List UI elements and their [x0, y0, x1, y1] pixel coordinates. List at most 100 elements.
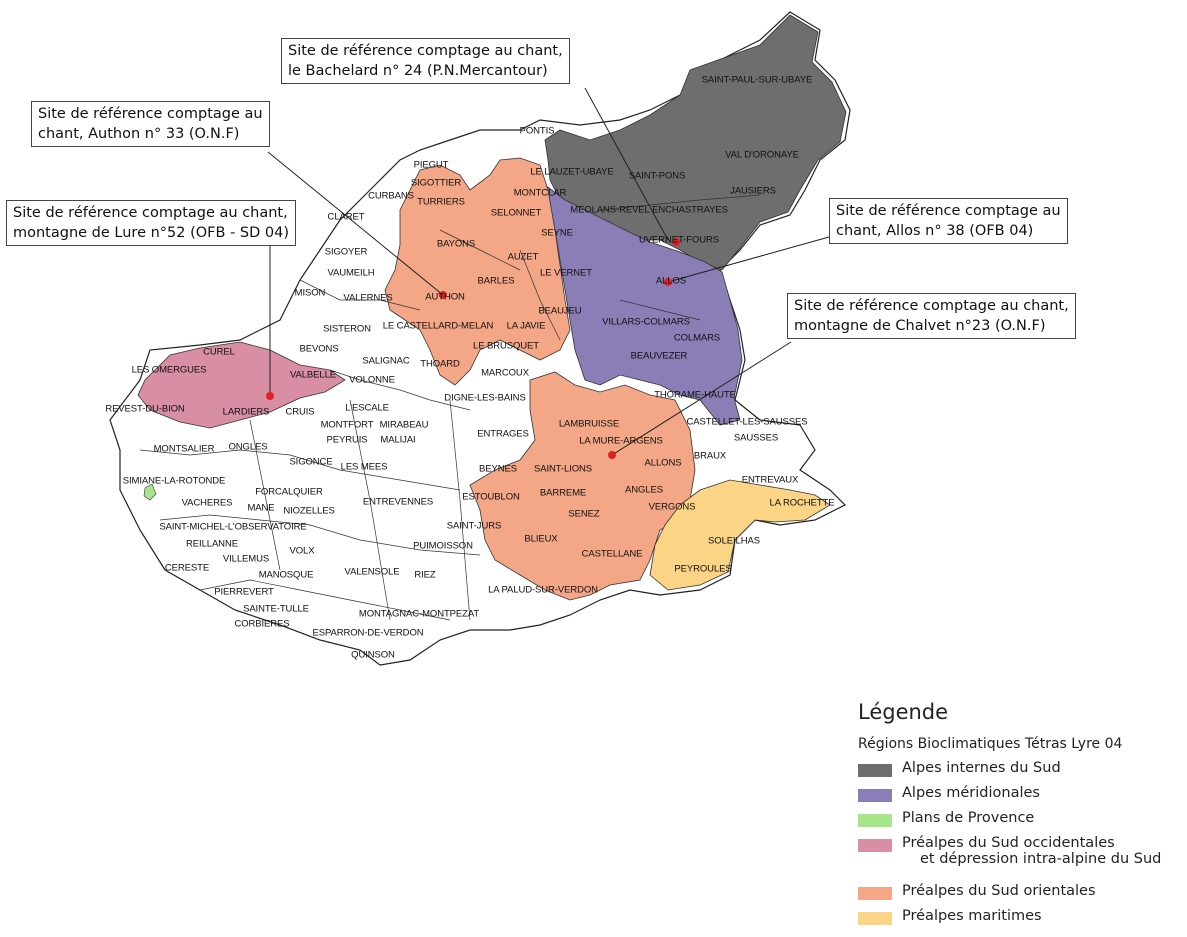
callout-leaders	[267, 87, 830, 456]
site-marker-chalvet	[608, 451, 616, 459]
commune-label: NIOZELLES	[283, 505, 335, 517]
legend-label: Préalpes du Sud occidentales	[902, 835, 1115, 851]
callout-chalvet: Site de référence comptage au chant, mon…	[787, 293, 1076, 339]
commune-label: BRAUX	[693, 450, 727, 462]
commune-label: FORCALQUIER	[255, 486, 323, 498]
commune-label: ANGLES	[625, 484, 663, 496]
commune-label: LAMBRUISSE	[558, 418, 620, 430]
legend-swatch	[858, 764, 892, 777]
legend-label-group: Préalpes du Sud occidentales et dépressi…	[902, 835, 1161, 867]
region-prealpes-orientales-south	[469, 371, 696, 601]
commune-label: MONTFORT	[320, 419, 374, 431]
commune-label: THORAME-HAUTE	[654, 389, 736, 401]
callout-lure-line1: Site de référence comptage au chant,	[13, 205, 288, 221]
callout-bachelard-line1: Site de référence comptage au chant,	[288, 43, 563, 59]
legend-label: Préalpes maritimes	[902, 908, 1042, 924]
commune-label: LES OMERGUES	[131, 364, 207, 376]
legend-item-alpes-meridionales: Alpes méridionales	[858, 785, 1178, 810]
legend-swatch	[858, 839, 892, 852]
commune-label: VALBELLE	[289, 369, 337, 381]
legend-label: Alpes méridionales	[902, 785, 1040, 801]
commune-label: VOLONNE	[349, 374, 395, 386]
legend-label-line2: et dépression intra-alpine du Sud	[920, 851, 1162, 867]
commune-label: SAINT-PAUL-SUR-UBAYE	[701, 74, 813, 86]
commune-label: LA PALUD-SUR-VERDON	[488, 584, 598, 596]
site-marker-authon	[439, 291, 447, 299]
commune-label: CERESTE	[164, 562, 210, 574]
commune-label: SAINT-JURS	[446, 520, 502, 532]
commune-label: TURRIERS	[417, 196, 465, 208]
callout-allos-line2: chant, Allos n° 38 (OFB 04)	[836, 223, 1034, 239]
legend-item-plans-provence: Plans de Provence	[858, 810, 1178, 835]
commune-label: LA MURE-ARGENS	[579, 435, 663, 447]
commune-label: BAYONS	[436, 238, 476, 250]
legend-swatch	[858, 789, 892, 802]
commune-label: VILLEMUS	[222, 553, 270, 565]
commune-label: PUIMOISSON	[413, 540, 473, 552]
commune-label: ENTREVENNES	[362, 496, 434, 508]
commune-label: SENEZ	[568, 508, 600, 520]
commune-label: BEVONS	[299, 343, 339, 355]
commune-label: VALERNES	[343, 292, 393, 304]
region-prealpes-orientales-north	[384, 157, 571, 386]
commune-label: CRUIS	[285, 406, 315, 418]
commune-label: LA JAVIE	[506, 320, 546, 332]
commune-label: CASTELLANE	[581, 548, 643, 560]
callout-allos-line1: Site de référence comptage au	[836, 203, 1061, 219]
commune-label: PONTIS	[519, 125, 555, 137]
callout-authon-line1: Site de référence comptage au	[38, 106, 263, 122]
commune-label: SOLEILHAS	[708, 535, 760, 547]
commune-label: BEAUJEU	[538, 305, 582, 317]
commune-label: SIGONCE	[289, 456, 333, 468]
callout-chalvet-line2: montagne de Chalvet n°23 (O.N.F)	[794, 318, 1046, 334]
legend-label: Préalpes du Sud orientales	[902, 883, 1096, 899]
commune-label: MONTSALIER	[153, 443, 215, 455]
commune-label: SISTERON	[323, 323, 371, 335]
commune-label: JAUSIERS	[730, 185, 776, 197]
commune-label: THOARD	[420, 358, 460, 370]
commune-label: SAINT-LIONS	[533, 463, 593, 475]
site-markers	[266, 238, 680, 459]
commune-label: VILLARS-COLMARS	[602, 316, 690, 328]
commune-label: MONTCLAR	[513, 187, 567, 199]
commune-label: ENCHASTRAYES	[652, 204, 728, 216]
commune-label: MANOSQUE	[258, 569, 314, 581]
commune-label: MISON	[294, 287, 326, 299]
commune-boundaries	[139, 194, 761, 621]
commune-label: ENTRAGES	[477, 428, 529, 440]
region-plans-provence	[143, 483, 157, 501]
commune-label: LE BRUSQUET	[473, 340, 539, 352]
commune-label: CASTELLET-LES-SAUSSES	[686, 416, 808, 428]
commune-label: SAINTE-TULLE	[243, 603, 309, 615]
commune-label: ALLOS	[655, 275, 687, 287]
commune-label: SEYNE	[541, 227, 573, 239]
commune-label: MARCOUX	[481, 367, 529, 379]
map-legend: Légende Régions Bioclimatiques Tétras Ly…	[858, 700, 1178, 933]
commune-label: ONGLES	[228, 441, 268, 453]
commune-label: VERGONS	[648, 501, 696, 513]
commune-label: VOLX	[289, 545, 315, 557]
region-alpes-internes	[544, 14, 847, 271]
legend-swatch	[858, 814, 892, 827]
commune-label: VAL D'ORONAYE	[725, 149, 799, 161]
legend-title: Légende	[858, 700, 949, 724]
commune-label: SAUSSES	[733, 432, 779, 444]
commune-label: QUINSON	[351, 649, 395, 661]
commune-label: CURBANS	[368, 190, 414, 202]
commune-label: VALENSOLE	[344, 566, 400, 578]
commune-label: LARDIERS	[222, 406, 270, 418]
callout-authon: Site de référence comptage au chant, Aut…	[31, 101, 270, 147]
commune-label: LE CASTELLARD-MELAN	[382, 320, 494, 332]
commune-label: MONTAGNAC-MONTPEZAT	[358, 608, 480, 620]
commune-label: DIGNE-LES-BAINS	[444, 392, 526, 404]
commune-label: SIGOYER	[324, 246, 368, 258]
commune-label: AUZET	[507, 251, 539, 263]
region-prealpes-maritimes	[649, 479, 831, 591]
commune-label: SALIGNAC	[362, 355, 410, 367]
commune-label: REILLANNE	[186, 538, 238, 550]
commune-label: MIRABEAU	[379, 419, 429, 431]
commune-label: SAINT-PONS	[628, 170, 686, 182]
legend-item-alpes-internes: Alpes internes du Sud	[858, 760, 1178, 785]
commune-label: BARLES	[477, 275, 515, 287]
commune-label: ESPARRON-DE-VERDON	[312, 627, 424, 639]
